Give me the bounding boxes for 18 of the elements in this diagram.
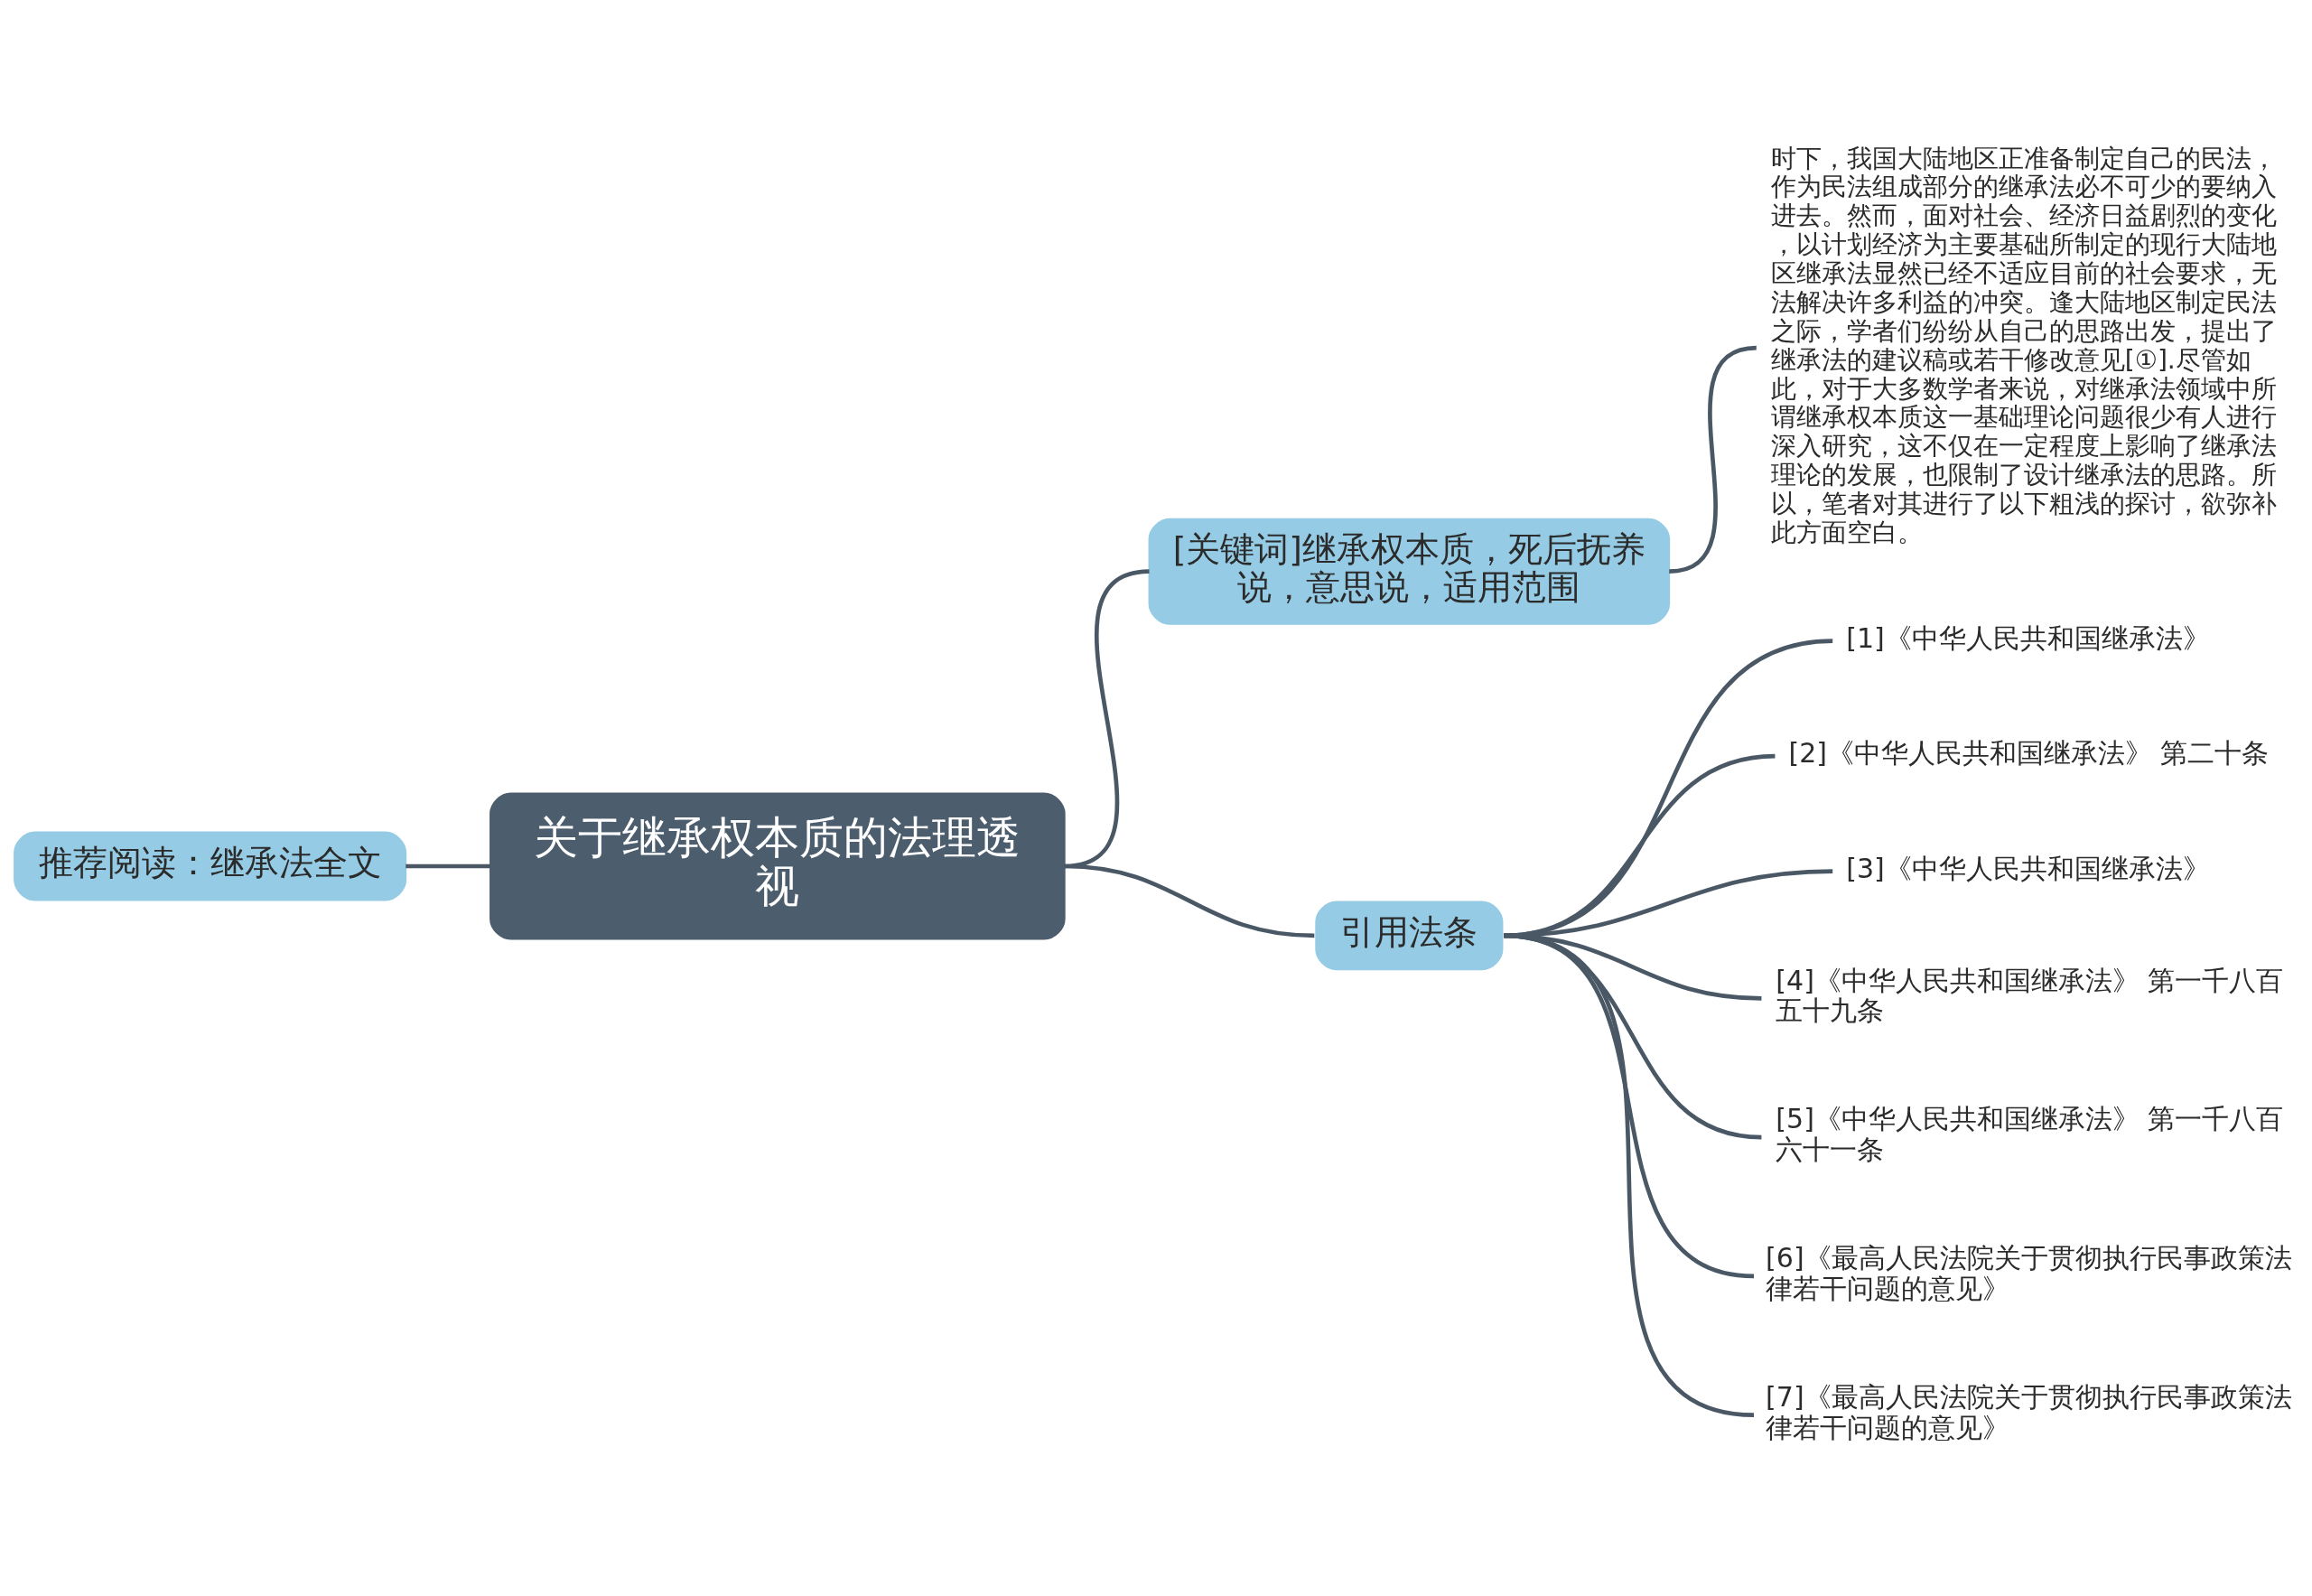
- node-text: 时下，我国大陆地区正准备制定自己的民法，作为民法组成部分的继承法必不可少的要纳入进去。然而，面对社会、经济日益剧烈的变化，以计划经济为主要基础所制定的现行大陆地区继承法显然已经不适应目前的社会要求，无法解决许多利益的冲突。逢大陆地区制定民法之际，学者们纷纷从自己的思路出发，提出了继承法的建议稿或若干修改意见[①].尽管如此，对于大多数学者来说，对继承法领域中所谓继承权本质这一基础理论问题很少有人进行深入研究，这不仅在一定程度上影响了继承法理论的发展，也限制了设计继承法的思路。所以，笔者对其进行了以下粗浅的探讨，欲弥补此方面空白。: [1770, 143, 2277, 547]
- connector: [406, 863, 490, 868]
- node-box: [关键词]继承权本质，死后抚养说，意思说，适用范围: [1148, 518, 1671, 625]
- node-text: [1]《中华人民共和国继承法》: [1846, 621, 2210, 654]
- connector: [1504, 638, 1833, 938]
- connector: [1064, 863, 1315, 938]
- connector: [1668, 345, 1757, 574]
- node-text: [3]《中华人民共和国继承法》: [1846, 852, 2210, 884]
- connector: [1503, 933, 1755, 1417]
- node-text: [7]《最高人民法院关于贯彻执行民事政策法律若干问题的意见》: [1766, 1380, 2292, 1443]
- connector: [1504, 868, 1833, 938]
- node-box: 关于继承权本质的法理透视: [489, 791, 1066, 940]
- node-box: 引用法条: [1315, 900, 1504, 970]
- node-text: [2]《中华人民共和国继承法》 第二十条: [1788, 736, 2270, 769]
- node-box: 推荐阅读：继承法全文: [14, 831, 407, 901]
- node-text: [5]《中华人民共和国继承法》 第一千八百六十一条: [1776, 1102, 2284, 1165]
- node-text: [6]《最高人民法院关于贯彻执行民事政策法律若干问题的意见》: [1766, 1241, 2292, 1304]
- node-text: [4]《中华人民共和国继承法》 第一千八百五十九条: [1776, 964, 2284, 1026]
